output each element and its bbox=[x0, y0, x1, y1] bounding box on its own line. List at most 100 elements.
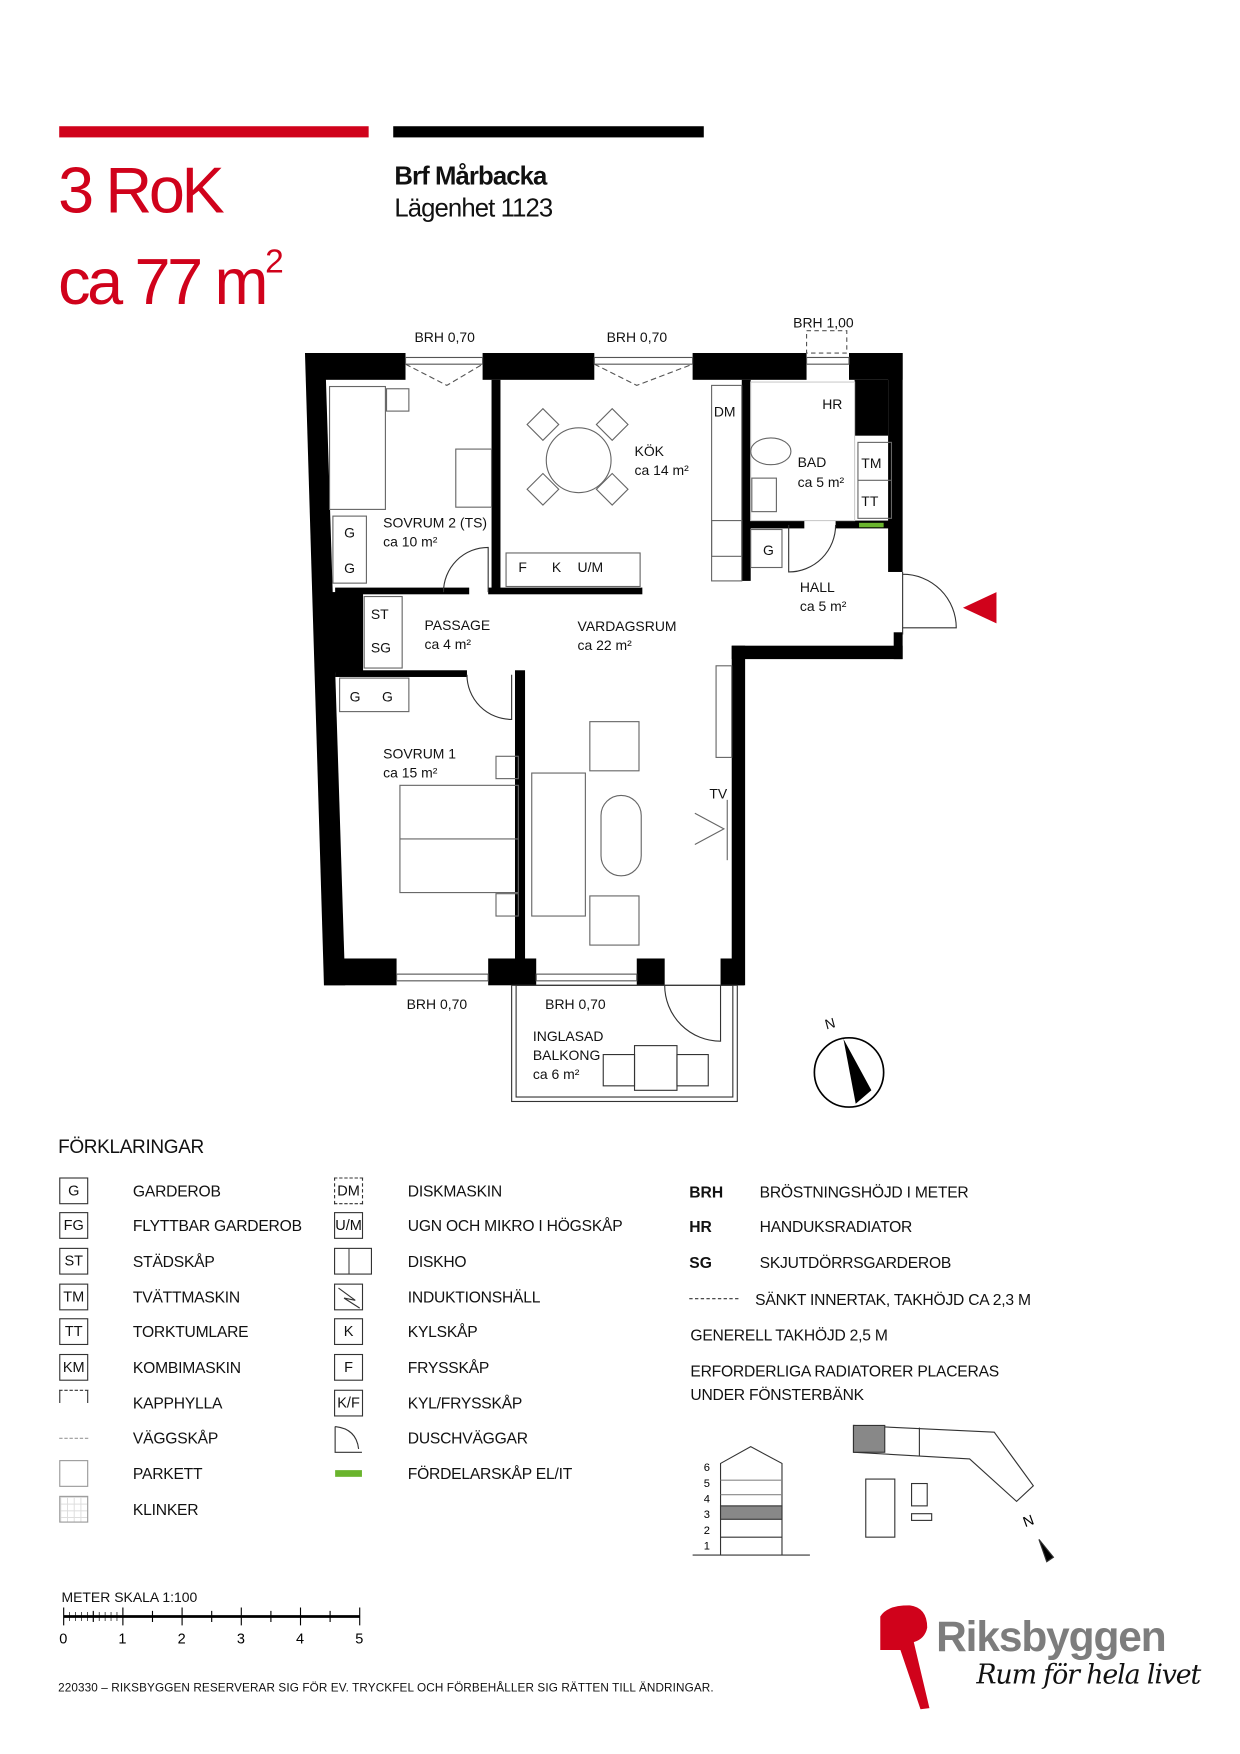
key-plan-north: N bbox=[1021, 1512, 1036, 1531]
room-area-passage: ca 4 m² bbox=[425, 636, 472, 652]
brh-label: BRH 0,70 bbox=[545, 996, 606, 1012]
scale-tick-label: 0 bbox=[59, 1631, 67, 1647]
legend-label: STÄDSKÅP bbox=[132, 1252, 215, 1271]
fixture-wardrobe: G bbox=[350, 689, 361, 705]
legend-label: PARKETT bbox=[132, 1464, 203, 1483]
site-plan bbox=[852, 1424, 1055, 1563]
wall-south-1 bbox=[323, 958, 397, 986]
apartment-type: 3 RoK bbox=[58, 154, 225, 227]
scale-tick-label: 5 bbox=[355, 1631, 363, 1647]
wall-living-east bbox=[731, 645, 746, 986]
room-area-vardagsrum: ca 22 m² bbox=[578, 637, 633, 653]
fixture-sliding-wardrobe: SG bbox=[371, 639, 391, 655]
scale-tick-label: 4 bbox=[296, 1631, 304, 1647]
fixture-wardrobe: G bbox=[382, 689, 393, 705]
fixture-wardrobe: G bbox=[763, 542, 774, 558]
building-section bbox=[692, 1446, 810, 1556]
compass-north-label: N bbox=[823, 1014, 837, 1032]
floor-number: 6 bbox=[704, 1462, 710, 1474]
room-name-passage: PASSAGE bbox=[425, 617, 491, 633]
legend-label: HANDUKSRADIATOR bbox=[759, 1217, 913, 1236]
legend-box-icon: F bbox=[334, 1353, 364, 1381]
legend-label: VÄGGSKÅP bbox=[132, 1428, 219, 1447]
area-text: ca 77 m bbox=[58, 245, 268, 319]
fixture-washer: TM bbox=[861, 455, 881, 471]
wall-kitchen-south bbox=[488, 587, 643, 595]
legend-abbreviation: BRH bbox=[689, 1183, 724, 1201]
room-name-hall: HALL bbox=[800, 579, 835, 595]
wall-hall-south bbox=[731, 645, 903, 660]
scale-tick-label: 2 bbox=[178, 1631, 186, 1647]
wall-south-2 bbox=[488, 958, 537, 986]
logo-r-mark bbox=[880, 1605, 930, 1710]
room-name-bad: BAD bbox=[798, 454, 827, 470]
fixture-fridge: K bbox=[552, 559, 562, 575]
fixture-wardrobe: G bbox=[344, 560, 355, 576]
floor-plan: N BRH 0,70 BRH 0,70 BRH 1,00 BRH 0,70 BR… bbox=[304, 314, 997, 1108]
induction-glyph bbox=[338, 1287, 361, 1309]
legend-label: DUSCHVÄGGAR bbox=[407, 1428, 528, 1447]
lowered-ceiling-line-icon bbox=[689, 1298, 739, 1300]
wall-kitchen-bath bbox=[741, 379, 751, 581]
wall-north-3 bbox=[692, 353, 807, 380]
legend-label: SKJUTDÖRRSGARDEROB bbox=[759, 1253, 952, 1272]
legend-induction-icon bbox=[334, 1283, 364, 1311]
room-name-kok: KÖK bbox=[635, 442, 665, 459]
scale-tick-label: 3 bbox=[237, 1631, 245, 1647]
room-area-kok: ca 14 m² bbox=[635, 462, 690, 478]
legend-label: TORKTUMLARE bbox=[132, 1322, 249, 1341]
legend-abbreviation: HR bbox=[689, 1217, 712, 1236]
legend-label: UGN OCH MIKRO I HÖGSKÅP bbox=[407, 1216, 623, 1235]
association-name: Brf Mårbacka bbox=[394, 160, 547, 190]
brh-label: BRH 1,00 bbox=[793, 314, 854, 330]
legend-box-icon: TT bbox=[59, 1318, 89, 1346]
legend-box-icon: K bbox=[334, 1318, 364, 1346]
fixture-dishwasher: DM bbox=[714, 404, 736, 420]
apartment-number: Lägenhet 1123 bbox=[394, 193, 553, 223]
compass: N bbox=[813, 1014, 885, 1108]
lowered-ceiling-note: SÄNKT INNERTAK, TAKHÖJD CA 2,3 M bbox=[755, 1290, 1031, 1309]
legend-label: BRÖSTNINGSHÖJD I METER bbox=[759, 1183, 969, 1201]
room-area-bad: ca 5 m² bbox=[798, 474, 845, 490]
room-name-vardagsrum: VARDAGSRUM bbox=[578, 618, 677, 634]
radiator-note-2: UNDER FÖNSTERBÄNK bbox=[690, 1385, 864, 1404]
legend-label: GARDEROB bbox=[132, 1181, 221, 1200]
legend-label: FLYTTBAR GARDEROB bbox=[132, 1216, 302, 1235]
legend-label: FRYSSKÅP bbox=[407, 1358, 490, 1377]
doors bbox=[442, 525, 957, 720]
legend-abbreviation: SG bbox=[689, 1253, 712, 1272]
legend-box-icon: G bbox=[59, 1177, 89, 1205]
fixture-tv: TV bbox=[709, 786, 728, 802]
logo-name: Riksbyggen bbox=[936, 1614, 1167, 1662]
general-height-note: GENERELL TAKHÖJD 2,5 M bbox=[690, 1326, 888, 1344]
legend-coat-shelf-icon bbox=[59, 1389, 89, 1404]
apartment-area: ca 77 m2 bbox=[58, 228, 284, 317]
legend-wall-cabinet-icon bbox=[59, 1437, 89, 1439]
legend-label: DISKMASKIN bbox=[407, 1181, 502, 1200]
legend-label: FÖRDELARSKÅP EL/IT bbox=[407, 1464, 573, 1483]
legend-label: KAPPHYLLA bbox=[132, 1394, 223, 1413]
floor-number: 1 bbox=[704, 1540, 710, 1552]
floor-number: 4 bbox=[704, 1494, 710, 1506]
legend-label: DISKHO bbox=[407, 1252, 467, 1271]
wall-sovrum1-north bbox=[335, 670, 467, 677]
legend-box-icon: U/M bbox=[334, 1212, 364, 1239]
legend-box-icon: TM bbox=[59, 1283, 89, 1311]
brh-label: BRH 0,70 bbox=[407, 996, 468, 1012]
black-header-bar bbox=[393, 126, 704, 138]
legend-box-icon: K/F bbox=[334, 1389, 364, 1417]
room-area-hall: ca 5 m² bbox=[800, 598, 847, 614]
radiator-note-1: ERFORDERLIGA RADIATORER PLACERAS bbox=[690, 1361, 1000, 1380]
legend-sink-icon bbox=[334, 1247, 373, 1275]
floor-number: 2 bbox=[704, 1525, 710, 1537]
furniture bbox=[328, 381, 893, 946]
brh-label: BRH 0,70 bbox=[607, 329, 668, 345]
wall-south-3 bbox=[636, 958, 665, 986]
legend-box-icon: KM bbox=[59, 1353, 89, 1381]
legend-shower-icon bbox=[334, 1424, 364, 1453]
legend-box-icon: ST bbox=[59, 1247, 89, 1275]
